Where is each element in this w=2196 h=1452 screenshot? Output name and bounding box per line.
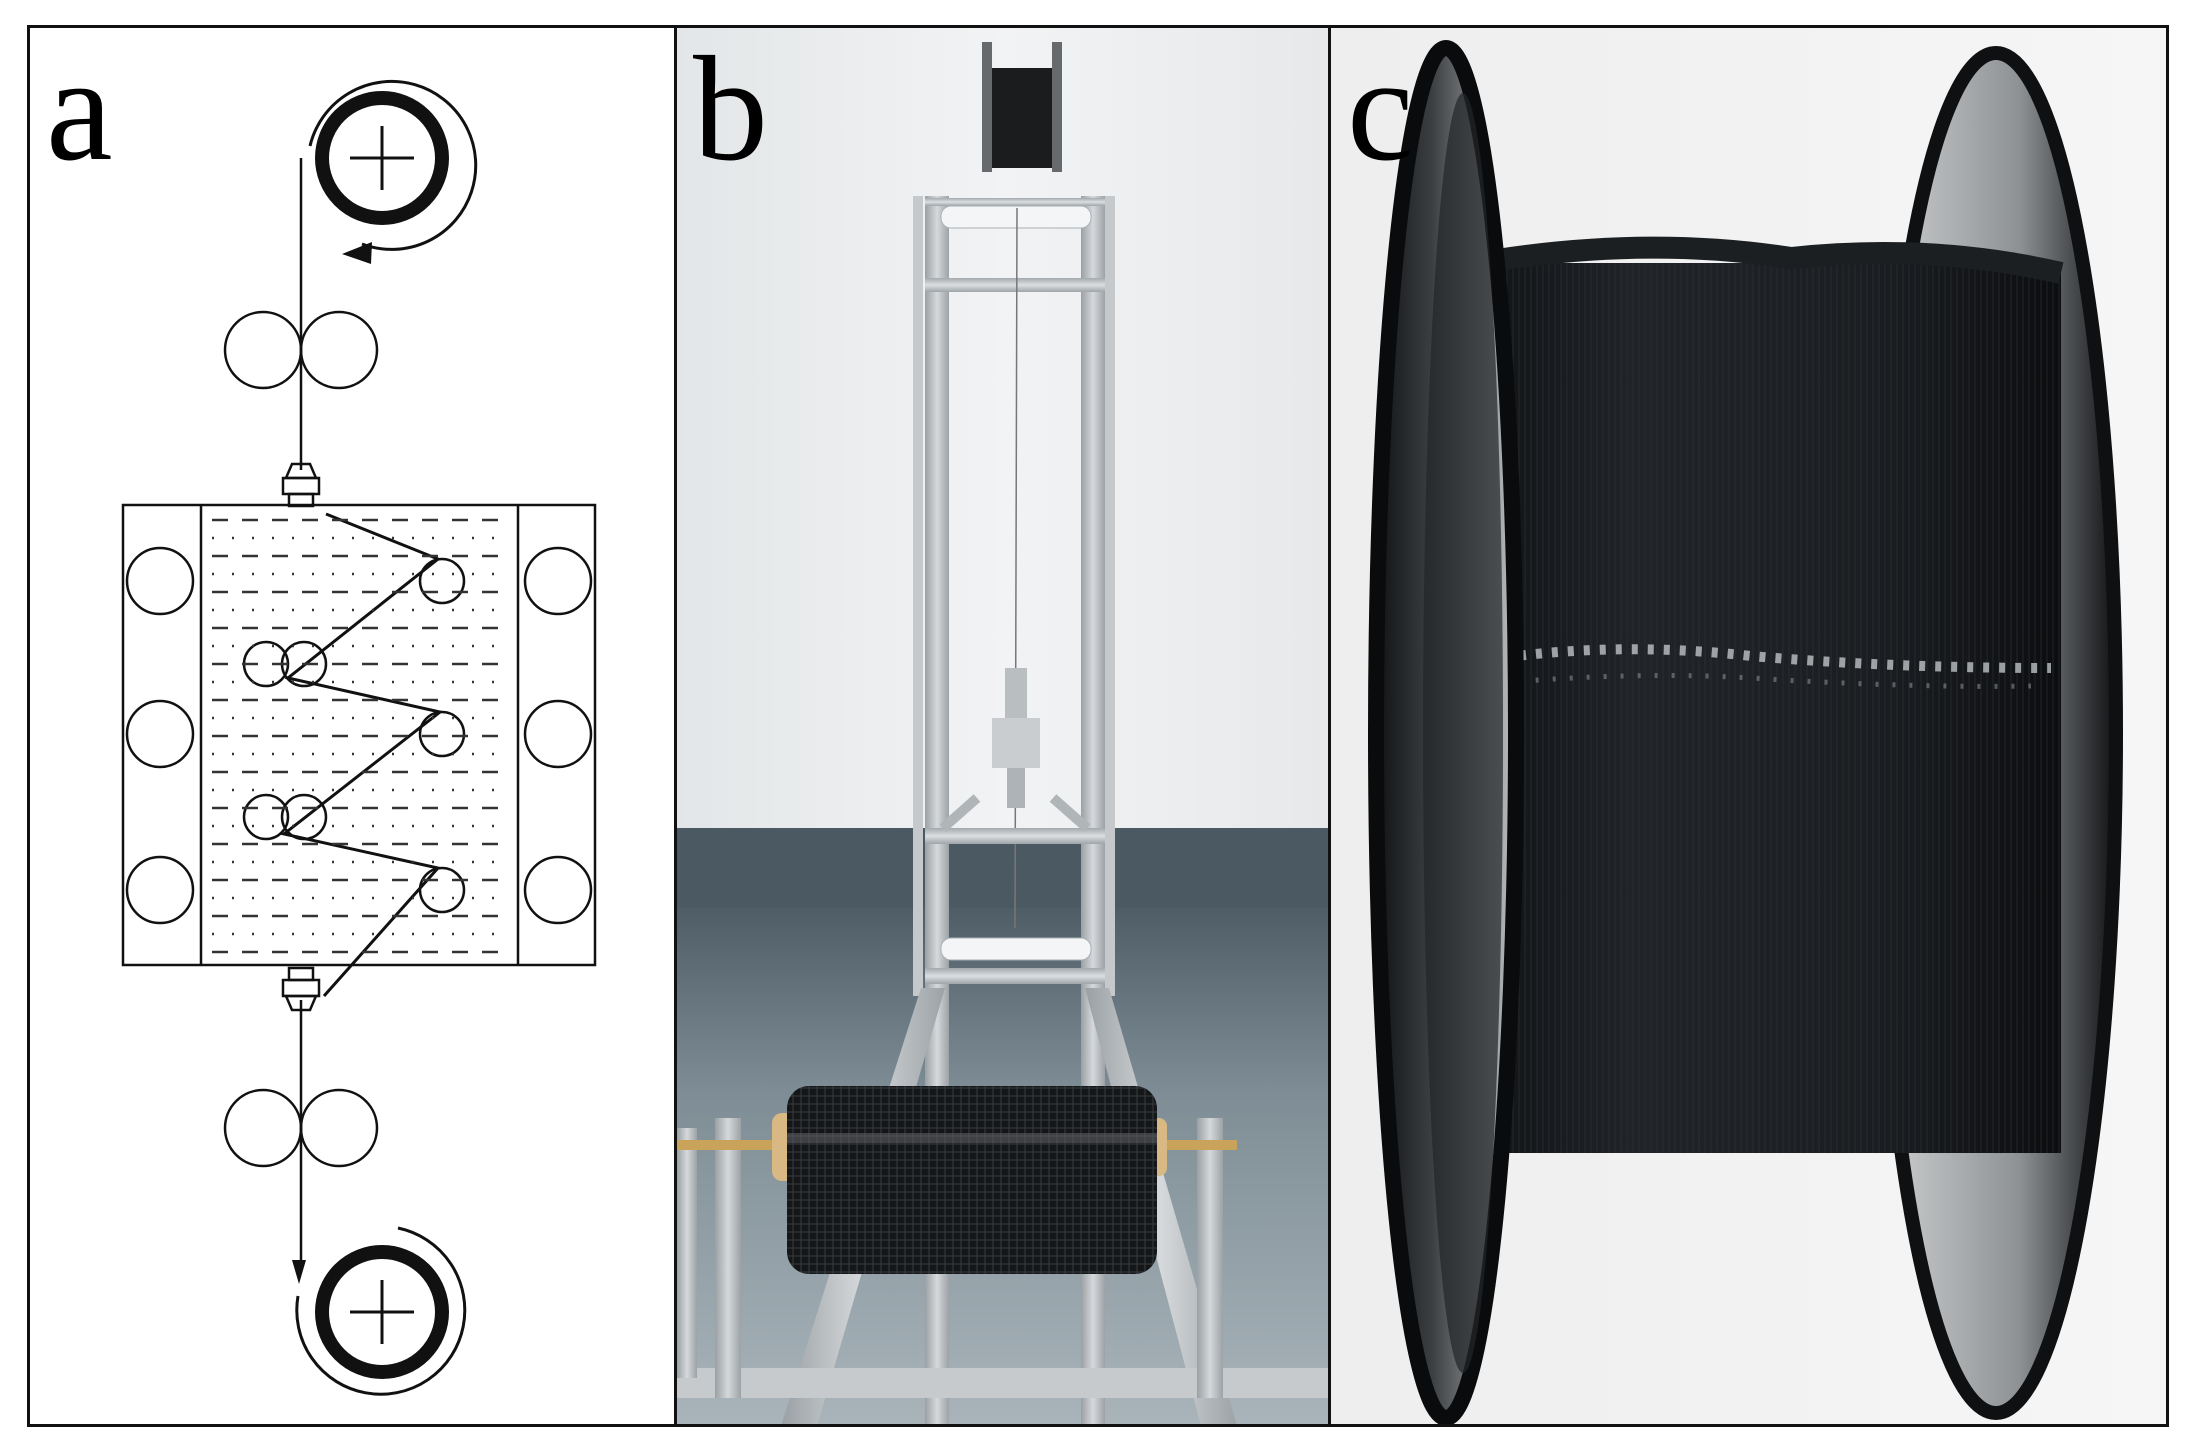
panel-b-photo: b — [674, 25, 1331, 1427]
panel-a-schematic: a — [27, 25, 674, 1427]
top-rotation-arrow — [308, 79, 478, 251]
process-schematic — [121, 79, 597, 1396]
bottom-guide-roller — [940, 937, 1092, 961]
carbon-fiber-bobbin — [772, 1086, 1167, 1274]
top-guide-roller — [940, 205, 1092, 229]
bottom-nozzle — [281, 966, 321, 1012]
bottom-nip-roller-left — [223, 1088, 303, 1168]
panel-c-photo: c — [1331, 25, 2169, 1427]
top-takeup-roller — [315, 91, 449, 225]
top-nip-roller-left — [223, 310, 303, 390]
panel-label-a: a — [46, 26, 113, 192]
top-nip-roller-right — [299, 310, 379, 390]
panel-label-c: c — [1347, 26, 1414, 192]
coagulation-bath — [121, 503, 597, 967]
winding-rig-photo — [677, 28, 1328, 1424]
panel-label-b: b — [693, 26, 768, 192]
top-spool — [982, 42, 1062, 172]
bottom-nip-roller-right — [299, 1088, 379, 1168]
top-nozzle — [281, 462, 321, 508]
bath-fluid-pattern — [212, 518, 498, 954]
tension-device — [992, 668, 1040, 808]
fiber-spool-photo — [1331, 28, 2166, 1424]
bottom-feed-roller — [315, 1245, 449, 1379]
fiber-zigzag — [280, 512, 444, 997]
bottom-rotation-arrow — [295, 1226, 467, 1396]
